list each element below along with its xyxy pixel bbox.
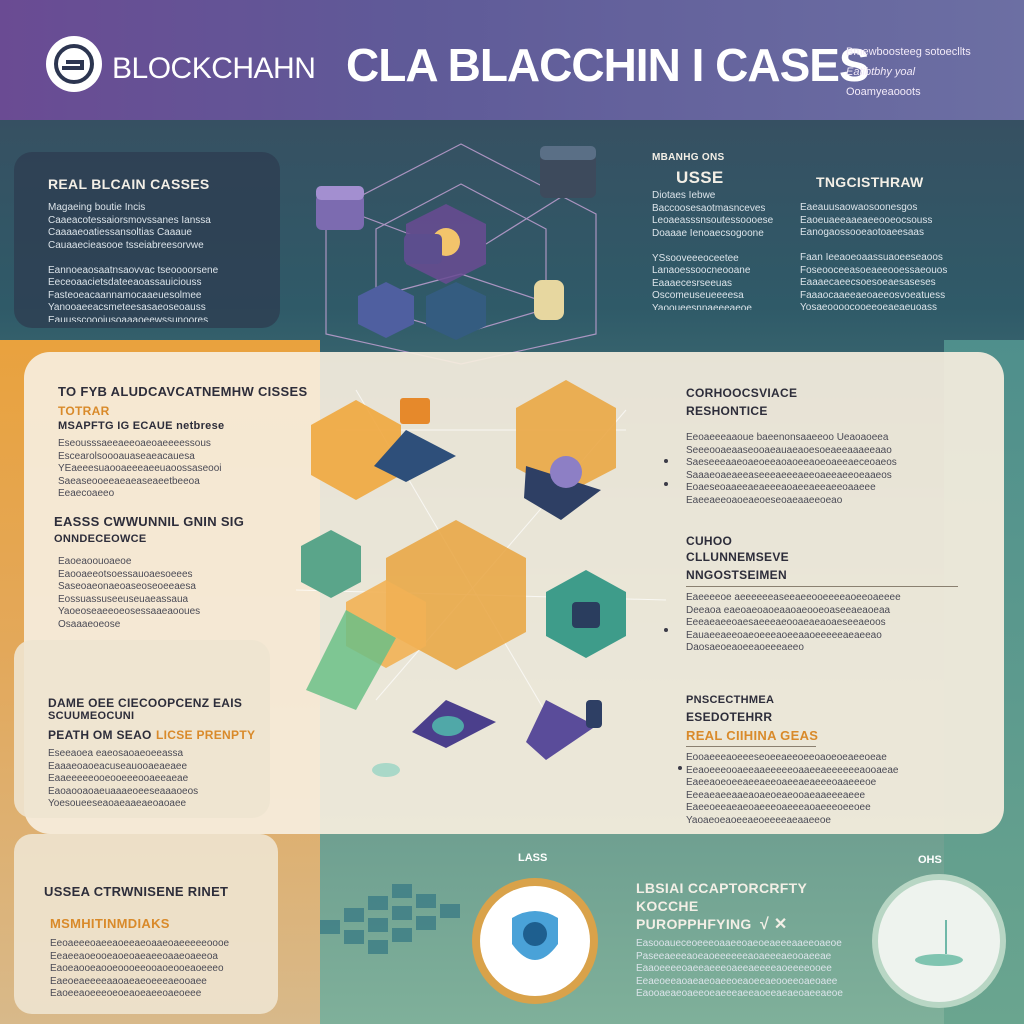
bullet-dot — [678, 766, 682, 770]
bullet-dot — [664, 628, 668, 632]
check-cross-mark: √ ✕ — [760, 916, 788, 933]
section-heading: TO FYB ALUDCAVCATNEMHW CISSES — [58, 384, 308, 399]
blockchain-logo-icon[interactable] — [46, 36, 102, 92]
right-heading: CORHOOCSVIACE — [686, 386, 798, 400]
uses-text: Diotaes Iebwe Baccoosesaotmasnceves Leoa… — [652, 190, 774, 310]
uses-heading: USSE — [676, 168, 724, 187]
right-accent: REAL CIIHINA GEAS — [686, 728, 819, 743]
section-accent: LICSE PRENPTY — [156, 728, 256, 742]
bottom-heading: USSEA CTRWNISENE RINET — [44, 884, 229, 899]
bullet-dot — [664, 482, 668, 486]
header-note: Ooamyeaooots — [846, 86, 921, 98]
bullet-dot — [664, 459, 668, 463]
section-text: Eaoeaoouoaeoe Eaooaeeotsoessauoaesoeees … — [58, 556, 201, 630]
divider — [686, 586, 958, 587]
ohs-tag: OHS — [918, 854, 942, 866]
bottom-right-heading: LBSIAI CCAPTORCRFTY — [636, 880, 808, 896]
header-note: Bmewboosteeg sotoecllts — [846, 46, 971, 58]
header-note: Eatibtbhy yoal — [846, 66, 916, 78]
right-text: Eooaeeeaoeeeseoeeaeeoeeoaoeoeaeeoeae Eea… — [686, 752, 899, 826]
section-subheading: ONNDECEOWCE — [54, 533, 147, 545]
blockchain-blocks-illustration — [296, 380, 667, 777]
header-banner: BLOCKCHAHN CLA BLACCHIN I CASES Bmewboos… — [0, 0, 1024, 120]
bottom-right-subheading: PUROPPHFYING — [636, 916, 752, 932]
divider — [686, 746, 816, 747]
lass-tag: LASS — [518, 852, 548, 864]
section-heading: DAME OEE CIECOOPCENZ EAIS — [48, 696, 243, 710]
section-heading: EASSS CWWUNNIL GNIN SIG — [54, 514, 245, 529]
bottom-subheading: MSMHITINMDIAKS — [50, 916, 170, 931]
blockchain-network-illustration — [316, 143, 597, 365]
right-text: Eaeeeeoe aeeeeeeaseeaeeooeeeeaoeeoaeeee … — [686, 592, 901, 653]
real-cases-heading: REAL BLCAIN CASSES — [48, 176, 210, 192]
bottom-left-card — [14, 834, 278, 1014]
section-subheading: MSAPFTG IG ECAUE netbrese — [58, 420, 225, 432]
right-subheading: NNGOSTSEIMEN — [686, 568, 787, 582]
right-subheading: CLLUNNEMSEVE — [686, 550, 789, 564]
section-text: Eseeaoea eaeosaoaeoeeassa Eaaaeoaoeacuse… — [48, 748, 199, 809]
bottom-right-text: Easooaueceoeeeoaaeeoaeoeaeeeaaeeoaeoe Pa… — [636, 938, 843, 999]
right-heading: CUHOO — [686, 534, 733, 548]
left-lower-card — [14, 640, 270, 818]
section-subheading: TOTRAR — [58, 404, 110, 418]
real-cases-text: Magaeing boutie Incis Caaeacotessaiorsmo… — [48, 202, 219, 322]
globe-icon[interactable] — [872, 874, 1006, 1008]
section-text: Eseousssaeeaeeoaeoaeeeessous Escearolsoo… — [58, 438, 222, 499]
real-cases-card — [14, 152, 280, 328]
bottom-right-subheading: KOCCHE — [636, 898, 699, 914]
right-heading: PNSCECTHMEA — [686, 694, 775, 706]
grid-blocks-illustration — [320, 884, 460, 954]
bottom-text: Eeoaeeeoaeeaoeeaeoaaeoaeeeeeoooe Eeaeeao… — [50, 938, 230, 999]
tech-text: Eaeauusaowaosoonesgos Eaoeuaeeaaeaeeooeo… — [800, 202, 948, 313]
right-subheading: ESEDOTEHRR — [686, 710, 773, 724]
section-subheading: PEATH OM SEAO — [48, 728, 152, 742]
tech-heading: TNGCISTHRAW — [816, 174, 924, 190]
right-text: Eeoaeeeaaoue baeenonsaaeeoo Ueaoaoeea Se… — [686, 432, 897, 506]
shield-icon[interactable] — [472, 878, 598, 1004]
page-title: CLA BLACCHIN I CASES — [346, 39, 870, 91]
section-subheading: SCUUMEOCUNI — [48, 710, 135, 722]
right-subheading: RESHONTICE — [686, 404, 768, 418]
uses-small-heading: MBANHG ONS — [652, 152, 725, 163]
brand-name: BLOCKCHAHN — [112, 52, 316, 85]
